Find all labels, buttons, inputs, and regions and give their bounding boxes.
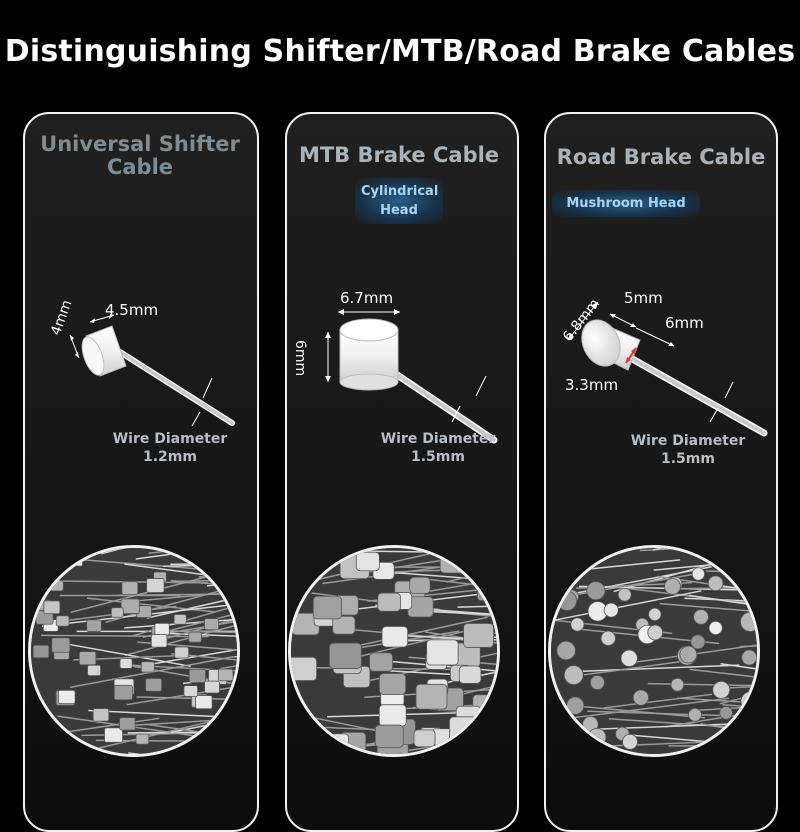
wire-diameter-value: 1.5mm <box>368 448 508 466</box>
dimension-neck-diameter: 3.3mm <box>565 376 618 394</box>
wire-diameter-title: Wire Diameter <box>368 430 508 448</box>
wire-diameter-label-road: Wire Diameter 1.5mm <box>618 432 758 468</box>
dimension-mushroom-length: 5mm <box>624 289 663 307</box>
wire-diameter-title: Wire Diameter <box>100 430 240 448</box>
dimension-cylinder-height: 6mm <box>292 340 308 376</box>
wire-diameter-value: 1.5mm <box>618 450 758 468</box>
photo-road-cables <box>548 545 760 757</box>
wire-diameter-value: 1.2mm <box>100 448 240 466</box>
photo-mtb-cables <box>288 545 500 757</box>
photo-shifter-cables <box>28 545 240 757</box>
wire-diameter-label-shifter: Wire Diameter 1.2mm <box>100 430 240 466</box>
wire-diameter-label-mtb: Wire Diameter 1.5mm <box>368 430 508 466</box>
wire-diameter-title: Wire Diameter <box>618 432 758 450</box>
shifter-cable-diagram <box>70 314 232 426</box>
dimension-head-length: 4.5mm <box>105 301 158 319</box>
dimension-neck-length: 6mm <box>665 314 704 332</box>
mtb-cable-diagram <box>325 309 494 440</box>
dimension-cylinder-width: 6.7mm <box>340 289 393 307</box>
